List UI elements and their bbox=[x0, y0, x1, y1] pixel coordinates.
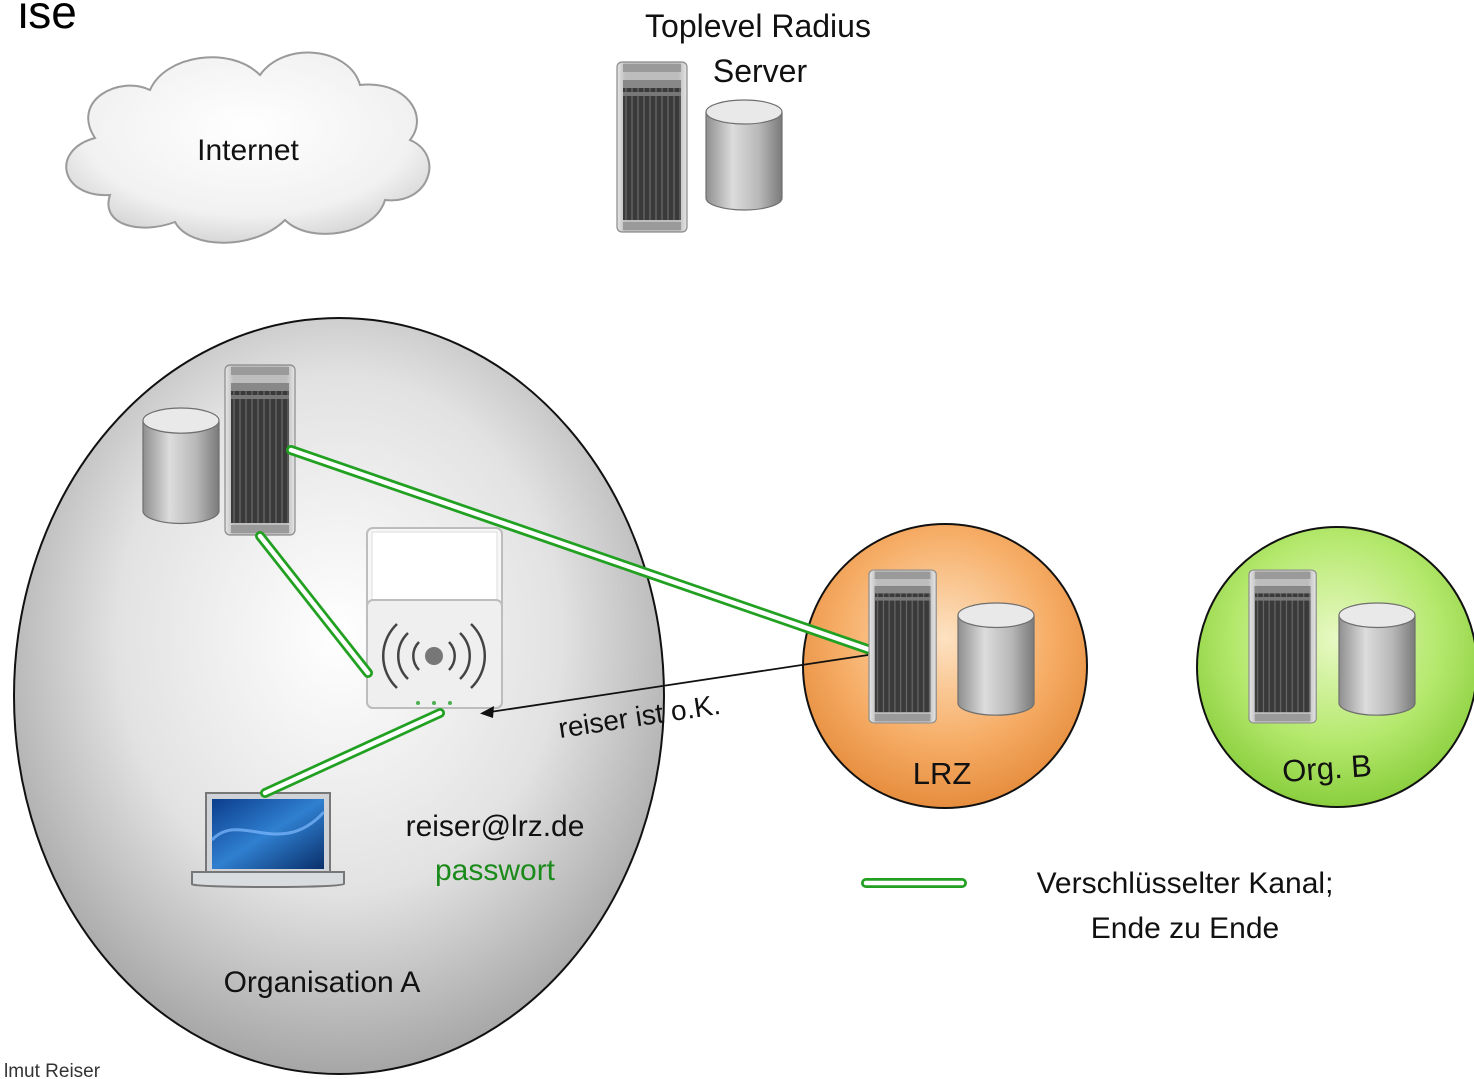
slide-footer-fragment: lmut Reiser bbox=[4, 1061, 101, 1079]
database-cylinder-icon bbox=[957, 602, 1035, 716]
login-user: reiser@lrz.de bbox=[406, 810, 585, 843]
server-tower-icon bbox=[868, 569, 937, 724]
login-password: passwort bbox=[435, 854, 556, 887]
org-b-label: Org. B bbox=[1281, 748, 1373, 789]
slide-title-fragment: ise bbox=[18, 0, 77, 38]
legend: Verschlüsselter Kanal; Ende zu Ende bbox=[861, 867, 1334, 945]
laptop bbox=[190, 792, 345, 888]
toplevel-server-label-line1: Toplevel Radius bbox=[645, 8, 871, 44]
channel-orga-server-to-lrz bbox=[286, 445, 881, 657]
cloud-icon bbox=[65, 51, 431, 244]
toplevel-radius-server: Toplevel Radius Server bbox=[616, 8, 871, 233]
internet-label: Internet bbox=[197, 134, 299, 167]
lrz-label: LRZ bbox=[913, 756, 972, 791]
database-cylinder-icon bbox=[142, 407, 220, 525]
legend-line2: Ende zu Ende bbox=[1091, 912, 1279, 945]
database-cylinder-icon bbox=[705, 99, 783, 211]
wireless-access-point bbox=[366, 527, 503, 709]
channel-orga-server-to-access-point bbox=[255, 531, 373, 678]
legend-line1: Verschlüsselter Kanal; bbox=[1037, 867, 1334, 900]
organisation-a-label: Organisation A bbox=[224, 966, 421, 999]
server-tower-icon bbox=[224, 364, 296, 536]
server-tower-icon bbox=[1248, 569, 1317, 724]
channel-access-point-to-laptop bbox=[260, 708, 445, 798]
toplevel-server-label-line2: Server bbox=[713, 53, 808, 89]
internet-cloud: Internet bbox=[65, 51, 431, 244]
organisation-a-zone bbox=[13, 317, 665, 1075]
encrypted-channels bbox=[255, 445, 881, 798]
server-tower-icon bbox=[616, 61, 688, 233]
database-cylinder-icon bbox=[1338, 602, 1416, 716]
